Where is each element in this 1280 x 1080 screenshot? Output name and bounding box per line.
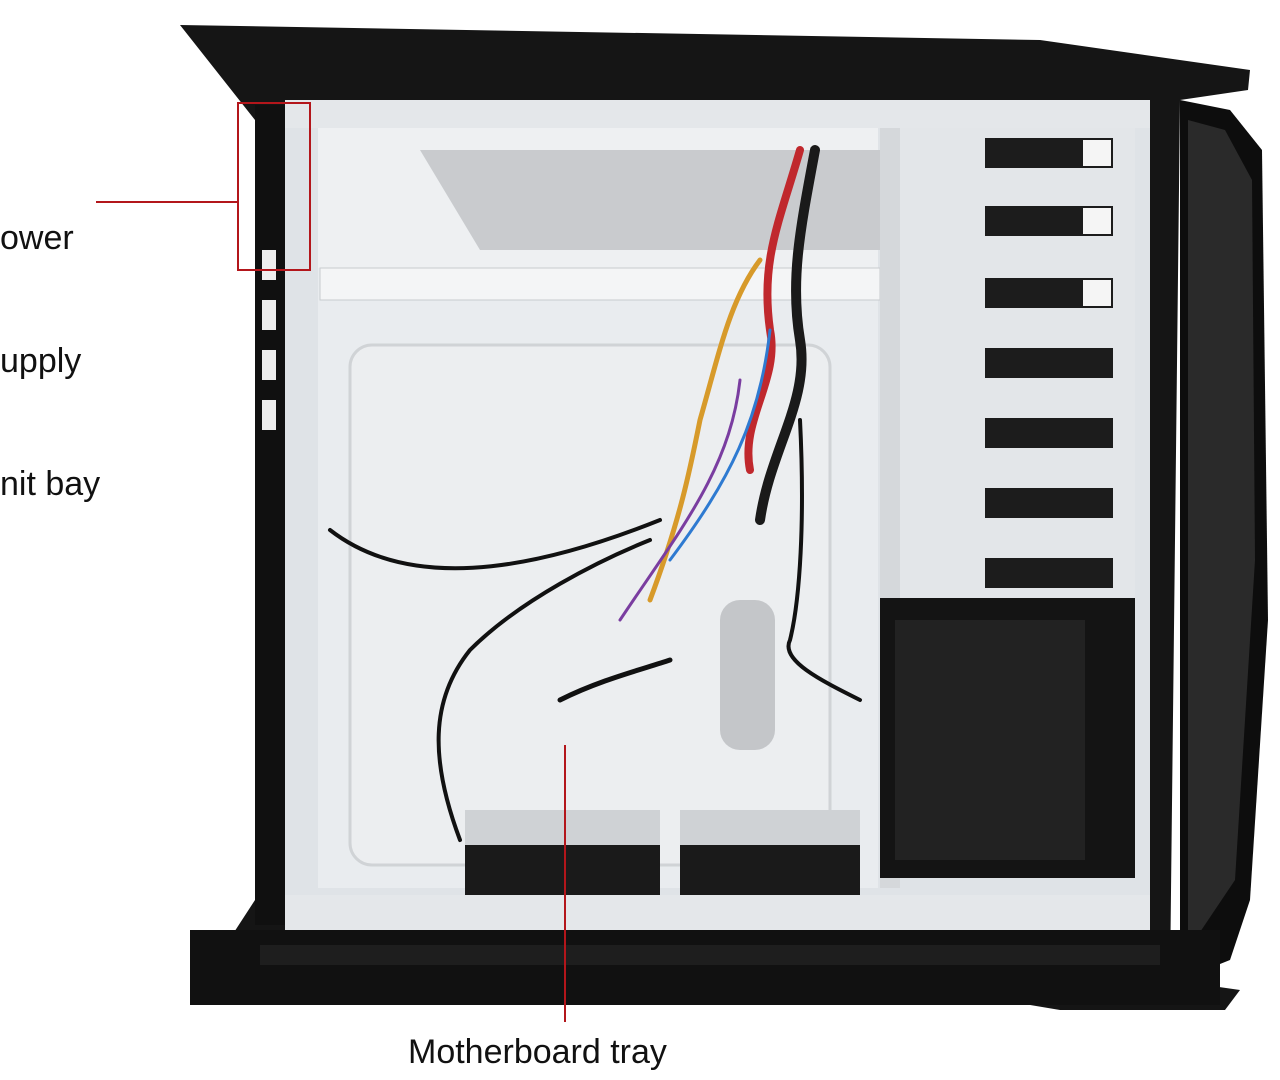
motherboard-tray-label: Motherboard tray xyxy=(408,1033,667,1071)
psu-label-line-1: ower xyxy=(0,219,74,257)
psu-bay-label: ower upply nit bay xyxy=(0,136,100,546)
cable-bundle xyxy=(328,145,862,842)
psu-bay-callout xyxy=(96,102,311,271)
drive-bays xyxy=(880,128,1135,878)
psu-label-line-3: nit bay xyxy=(0,465,101,503)
psu-label-line-2: upply xyxy=(0,342,82,380)
psu-bay-mesh xyxy=(420,150,880,250)
